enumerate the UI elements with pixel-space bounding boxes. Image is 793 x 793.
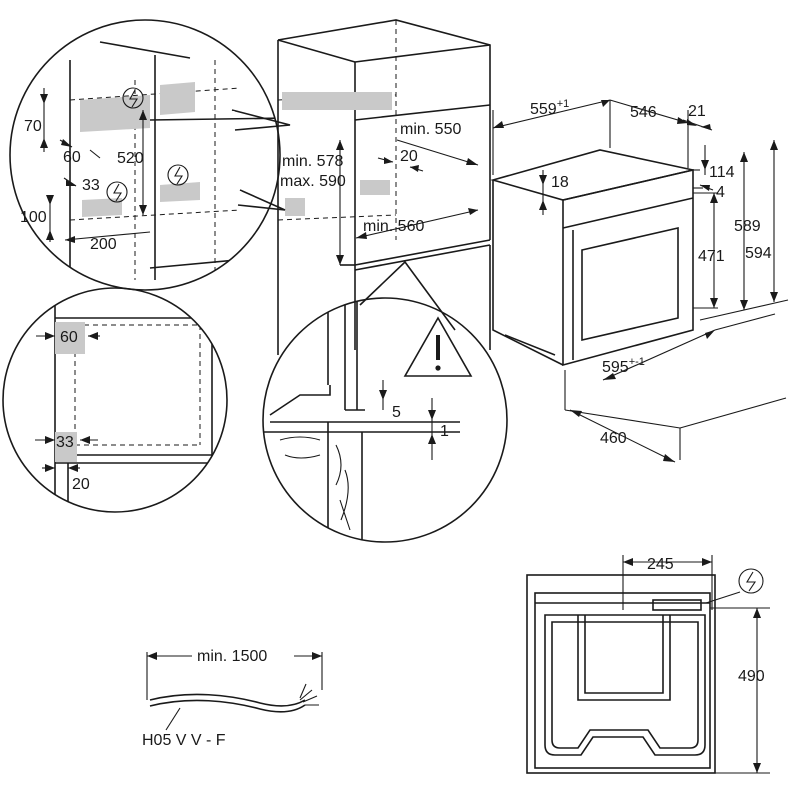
dim-546: 546 xyxy=(630,104,657,121)
cable-drawing: min. 1500 H05 V V - F xyxy=(142,648,323,749)
dim-min-560: min. 560 xyxy=(363,218,424,235)
dim-70: 70 xyxy=(24,118,42,135)
dim-min-550: min. 550 xyxy=(400,121,461,138)
dim-33-bottom: 33 xyxy=(56,434,74,451)
dim-20: 20 xyxy=(400,148,418,165)
cable-type: H05 V V - F xyxy=(142,732,226,749)
cabinet-drawing xyxy=(277,19,491,355)
electrical-connection-icon xyxy=(106,87,189,203)
dim-60-bottom: 60 xyxy=(60,329,78,346)
dim-471: 471 xyxy=(698,248,725,265)
dim-559: 559+1 xyxy=(530,98,569,118)
dim-min-578: min. 578 xyxy=(282,153,343,170)
dim-33: 33 xyxy=(82,177,100,194)
detail-circle-bottom-left: 60 33 20 xyxy=(2,287,228,513)
oven-dimensions: 559+1 546 21 114 4 18 471 589 594 xyxy=(492,98,789,463)
dim-594: 594 xyxy=(745,245,772,262)
detail-circle-support: 5 1 xyxy=(262,260,508,543)
dim-114: 114 xyxy=(709,164,735,181)
dim-245: 245 xyxy=(647,556,674,573)
dim-595: 595+-1 xyxy=(602,356,645,376)
dim-589: 589 xyxy=(734,218,761,235)
detail-circle-top: 70 60 520 33 100 200 xyxy=(9,19,291,291)
dim-200: 200 xyxy=(90,236,117,253)
cable-length: min. 1500 xyxy=(197,648,267,665)
dim-1: 1 xyxy=(440,423,449,440)
cabinet-dimensions: min. 550 min. 578 max. 590 20 min. 560 xyxy=(280,121,479,265)
dim-100: 100 xyxy=(20,209,47,226)
dim-60-top: 60 xyxy=(63,149,81,166)
dim-520: 520 xyxy=(117,150,144,167)
dim-18: 18 xyxy=(551,174,569,191)
dim-4: 4 xyxy=(716,184,725,201)
dim-5: 5 xyxy=(392,404,401,421)
oven-drawing xyxy=(490,149,703,367)
dim-20-bottom: 20 xyxy=(72,476,90,493)
rear-view-drawing: 245 490 xyxy=(526,555,770,774)
dim-max-590: max. 590 xyxy=(280,173,346,190)
dim-490: 490 xyxy=(738,668,765,685)
electrical-connection-icon xyxy=(738,568,764,594)
warning-triangle-icon xyxy=(403,316,473,377)
dim-460: 460 xyxy=(600,430,627,447)
dim-21: 21 xyxy=(688,103,706,120)
